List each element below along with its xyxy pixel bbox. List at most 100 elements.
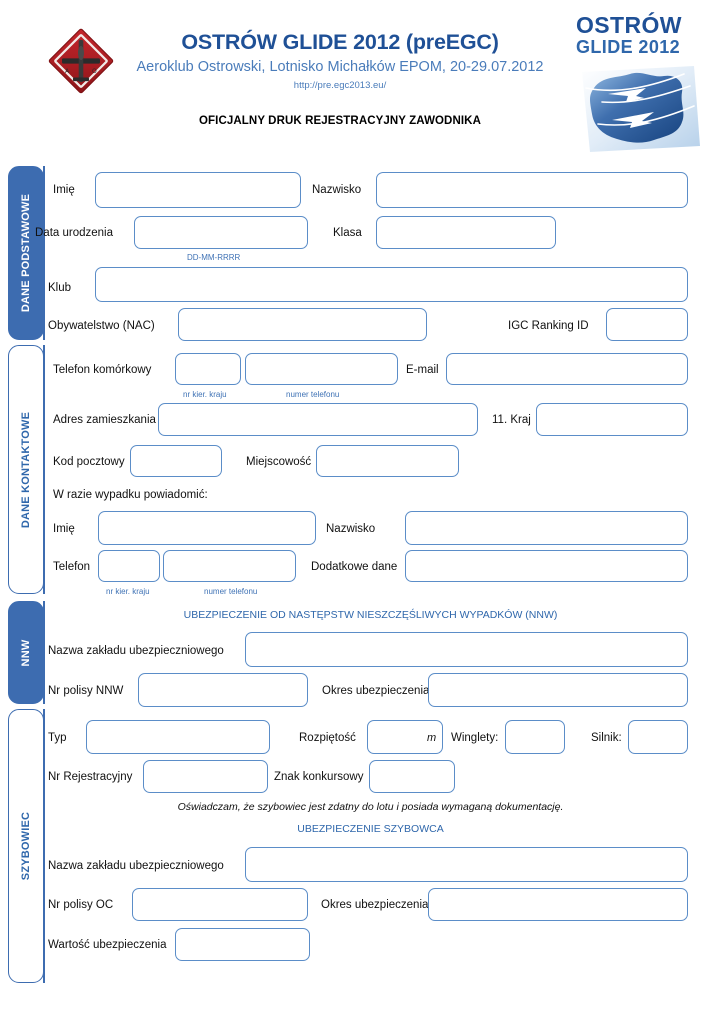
heading-ubezpieczenie-szybowca: UBEZPIECZENIE SZYBOWCA (297, 823, 444, 835)
input-email[interactable] (446, 353, 688, 385)
hint-data-format: DD-MM-RRRR (187, 253, 241, 262)
input-nr-polisy-oc[interactable] (132, 888, 308, 921)
label-nnw-okres: Okres ubezpieczenia (322, 685, 430, 697)
aeroklub-ostrowski-logo-icon: A O (45, 25, 117, 97)
ostrow-glide-logo: OSTRÓW GLIDE 2012 (568, 14, 708, 159)
label-igc-ranking-id: IGC Ranking ID (508, 320, 589, 332)
input-kraj[interactable] (536, 403, 688, 436)
declaration-note: Oświadczam, że szybowiec jest zdatny do … (177, 801, 564, 813)
event-subtitle: Aeroklub Ostrowski, Lotnisko Michałków E… (136, 58, 544, 75)
section-tab-label: DANE KONTAKTOWE (20, 411, 32, 528)
label-ice-telefon: Telefon (53, 561, 91, 573)
label-nnw-nazwa-zakladu: Nazwa zakładu ubezpieczniowego (48, 645, 224, 657)
label-kraj: 11. Kraj (492, 414, 531, 426)
input-ice-telefon-kierunkowy[interactable] (98, 550, 160, 582)
svg-text:O: O (92, 68, 97, 75)
input-ice-nazwisko[interactable] (405, 511, 688, 545)
input-ice-imie[interactable] (98, 511, 316, 545)
input-nr-rejestracyjny[interactable] (143, 760, 268, 793)
input-data-urodzenia[interactable] (134, 216, 308, 249)
svg-text:A: A (65, 68, 70, 75)
input-imie[interactable] (95, 172, 301, 208)
label-obywatelstwo: Obywatelstwo (NAC) (48, 320, 155, 332)
input-nazwisko[interactable] (376, 172, 688, 208)
section-tab-dane-kontaktowe[interactable]: DANE KONTAKTOWE (8, 345, 44, 594)
section-spine (43, 345, 45, 594)
hint-nr-kier-kraju: nr kier. kraju (183, 390, 227, 399)
input-ice-telefon-numer[interactable] (163, 550, 296, 582)
label-ice-imie: Imię (53, 523, 75, 535)
section-szybowiec: SZYBOWIEC Typ Rozpiętość m Winglety: Sil… (8, 709, 718, 983)
input-glider-okres[interactable] (428, 888, 688, 921)
input-wartosc-ubezpieczenia[interactable] (175, 928, 310, 961)
label-imie: Imię (53, 184, 75, 196)
input-miejscowosc[interactable] (316, 445, 459, 477)
label-znak-konkursowy: Znak konkursowy (274, 771, 364, 783)
unit-metry: m (427, 732, 437, 744)
input-kod-pocztowy[interactable] (130, 445, 222, 477)
label-glider-okres: Okres ubezpieczenia (321, 899, 429, 911)
input-telefon-kierunkowy[interactable] (175, 353, 241, 385)
page-header: A O OSTRÓW GLIDE 2012 (preEGC) Aeroklub … (0, 0, 725, 160)
input-nnw-okres[interactable] (428, 673, 688, 707)
input-glider-nazwa-zakladu[interactable] (245, 847, 688, 882)
input-obywatelstwo[interactable] (178, 308, 427, 341)
label-typ: Typ (48, 732, 67, 744)
input-adres-zamieszkania[interactable] (158, 403, 478, 436)
input-silnik[interactable] (628, 720, 688, 754)
document-title: OFICJALNY DRUK REJESTRACYJNY ZAWODNIKA (199, 115, 481, 127)
input-igc-ranking-id[interactable] (606, 308, 688, 341)
ostrow-logo-line1: OSTRÓW (576, 12, 682, 38)
label-klub: Klub (48, 282, 72, 294)
label-miejscowosc: Miejscowość (246, 456, 312, 468)
section-tab-nnw[interactable]: NNW (8, 601, 44, 704)
label-w-razie-wypadku: W razie wypadku powiadomić: (53, 489, 208, 501)
label-nazwisko: Nazwisko (312, 184, 362, 196)
label-telefon-komorkowy: Telefon komórkowy (53, 364, 152, 376)
input-winglety[interactable] (505, 720, 565, 754)
poland-map-glider-icon (582, 66, 700, 152)
section-spine (43, 709, 45, 983)
section-spine (43, 166, 45, 340)
label-nr-rejestracyjny: Nr Rejestracyjny (48, 771, 133, 783)
input-klasa[interactable] (376, 216, 556, 249)
label-wartosc-ubezpieczenia: Wartość ubezpieczenia (48, 939, 167, 951)
label-winglety: Winglety: (451, 732, 499, 744)
input-dodatkowe-dane[interactable] (405, 550, 688, 582)
section-tab-label: DANE PODSTAWOWE (20, 193, 32, 313)
input-nnw-nr-polisy[interactable] (138, 673, 308, 707)
section-dane-kontaktowe: DANE KONTAKTOWE Telefon komórkowy nr kie… (8, 345, 718, 596)
event-url: http://pre.egc2013.eu/ (293, 79, 387, 91)
input-znak-konkursowy[interactable] (369, 760, 455, 793)
label-rozpietosc: Rozpiętość (299, 732, 356, 744)
section-tab-dane-podstawowe[interactable]: DANE PODSTAWOWE (8, 166, 44, 340)
event-title: OSTRÓW GLIDE 2012 (preEGC) (181, 30, 499, 54)
label-ice-nazwisko: Nazwisko (326, 523, 376, 535)
label-dodatkowe-dane: Dodatkowe dane (311, 561, 398, 573)
label-adres-zamieszkania: Adres zamieszkania (53, 414, 156, 426)
label-data-urodzenia: Data urodzenia (35, 227, 113, 239)
ostrow-logo-line2: GLIDE 2012 (576, 37, 681, 57)
section-nnw: NNW UBEZPIECZENIE OD NASTĘPSTW NIESZCZĘŚ… (8, 601, 718, 707)
label-kod-pocztowy: Kod pocztowy (53, 456, 125, 468)
label-silnik: Silnik: (591, 732, 622, 744)
section-tab-label: NNW (20, 639, 32, 666)
label-nr-polisy-oc: Nr polisy OC (48, 899, 114, 911)
title-block: OSTRÓW GLIDE 2012 (preEGC) Aeroklub Ostr… (120, 30, 560, 91)
hint-numer-telefonu-2: numer telefonu (204, 587, 258, 596)
input-telefon-numer[interactable] (245, 353, 398, 385)
hint-nr-kier-kraju-2: nr kier. kraju (106, 587, 150, 596)
section-tab-szybowiec[interactable]: SZYBOWIEC (8, 709, 44, 983)
input-rozpietosc[interactable] (367, 720, 443, 754)
section-spine (43, 601, 45, 704)
section-tab-label: SZYBOWIEC (20, 811, 32, 881)
heading-nnw: UBEZPIECZENIE OD NASTĘPSTW NIESZCZĘŚLIWY… (183, 609, 558, 621)
input-klub[interactable] (95, 267, 688, 302)
input-typ[interactable] (86, 720, 270, 754)
section-dane-podstawowe: DANE PODSTAWOWE Imię Nazwisko Data urodz… (8, 166, 718, 341)
input-nnw-nazwa-zakladu[interactable] (245, 632, 688, 667)
label-email: E-mail (406, 364, 439, 376)
hint-numer-telefonu: numer telefonu (286, 390, 340, 399)
label-klasa: Klasa (333, 227, 362, 239)
label-glider-nazwa-zakladu: Nazwa zakładu ubezpieczniowego (48, 860, 224, 872)
